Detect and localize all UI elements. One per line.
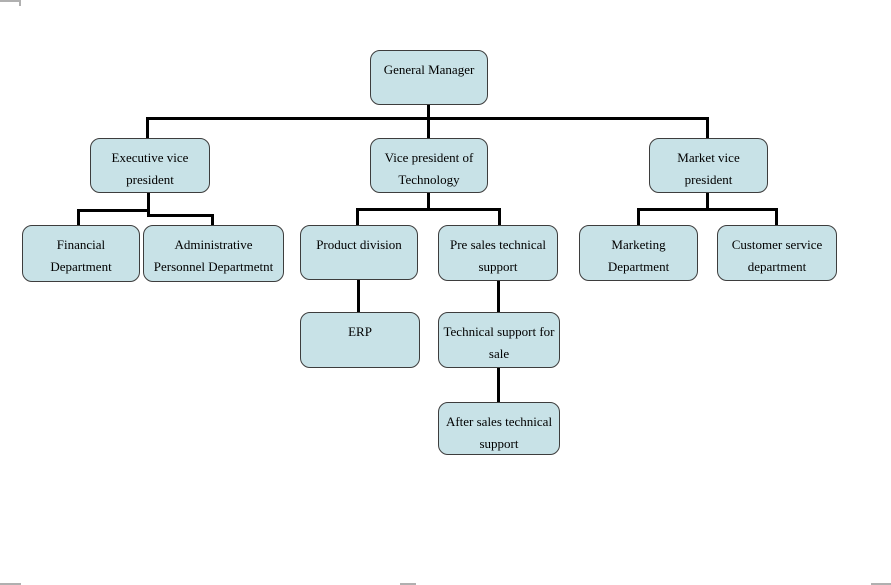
org-node-general-manager[interactable]: General Manager bbox=[370, 50, 488, 105]
connector-drop-customer-service bbox=[775, 208, 778, 225]
org-node-pre-sales-technical-support[interactable]: Pre sales technical support bbox=[438, 225, 558, 281]
connector-drop-admin-personnel bbox=[211, 214, 214, 225]
connector-drop-marketing bbox=[637, 208, 640, 225]
org-node-after-sales-technical-support[interactable]: After sales technical support bbox=[438, 402, 560, 455]
connector-drop-vp-technology bbox=[427, 117, 430, 138]
connector-presales-to-techsupport bbox=[497, 281, 500, 312]
connector-marketvp-bar bbox=[637, 208, 778, 211]
org-node-administrative-personnel-department[interactable]: Administrative Personnel Departmetnt bbox=[143, 225, 284, 282]
connector-vptech-bar bbox=[356, 208, 501, 211]
org-node-market-vice-president[interactable]: Market vice president bbox=[649, 138, 768, 193]
connector-drop-market-vp bbox=[706, 117, 709, 138]
org-node-customer-service-department[interactable]: Customer service department bbox=[717, 225, 837, 281]
connector-vptech-stem bbox=[427, 193, 430, 211]
page-edge-mark-bottom-left bbox=[0, 583, 21, 585]
connector-execvp-stem bbox=[147, 193, 150, 217]
connector-drop-product-division bbox=[356, 208, 359, 225]
org-node-technical-support-for-sale[interactable]: Technical support for sale bbox=[438, 312, 560, 368]
connector-gm-stem bbox=[427, 105, 430, 119]
org-node-erp[interactable]: ERP bbox=[300, 312, 420, 368]
org-node-executive-vice-president[interactable]: Executive vice president bbox=[90, 138, 210, 193]
connector-techsupport-to-aftersales bbox=[497, 368, 500, 402]
connector-execvp-right-bar bbox=[147, 214, 214, 217]
page-edge-mark-top-left bbox=[0, 0, 21, 2]
connector-drop-executive-vp bbox=[146, 117, 149, 138]
page-edge-tick-top-left bbox=[19, 0, 21, 6]
org-node-vice-president-of-technology[interactable]: Vice president of Technology bbox=[370, 138, 488, 193]
page-edge-mark-bottom-center bbox=[400, 583, 416, 585]
connector-execvp-left-bar bbox=[77, 209, 150, 212]
connector-marketvp-stem bbox=[706, 193, 709, 211]
connector-product-to-erp bbox=[357, 280, 360, 312]
org-node-product-division[interactable]: Product division bbox=[300, 225, 418, 280]
connector-drop-financial bbox=[77, 209, 80, 225]
page-edge-mark-bottom-right bbox=[871, 583, 891, 585]
connector-drop-pre-sales bbox=[498, 208, 501, 225]
org-node-financial-department[interactable]: Financial Department bbox=[22, 225, 140, 282]
org-node-marketing-department[interactable]: Marketing Department bbox=[579, 225, 698, 281]
